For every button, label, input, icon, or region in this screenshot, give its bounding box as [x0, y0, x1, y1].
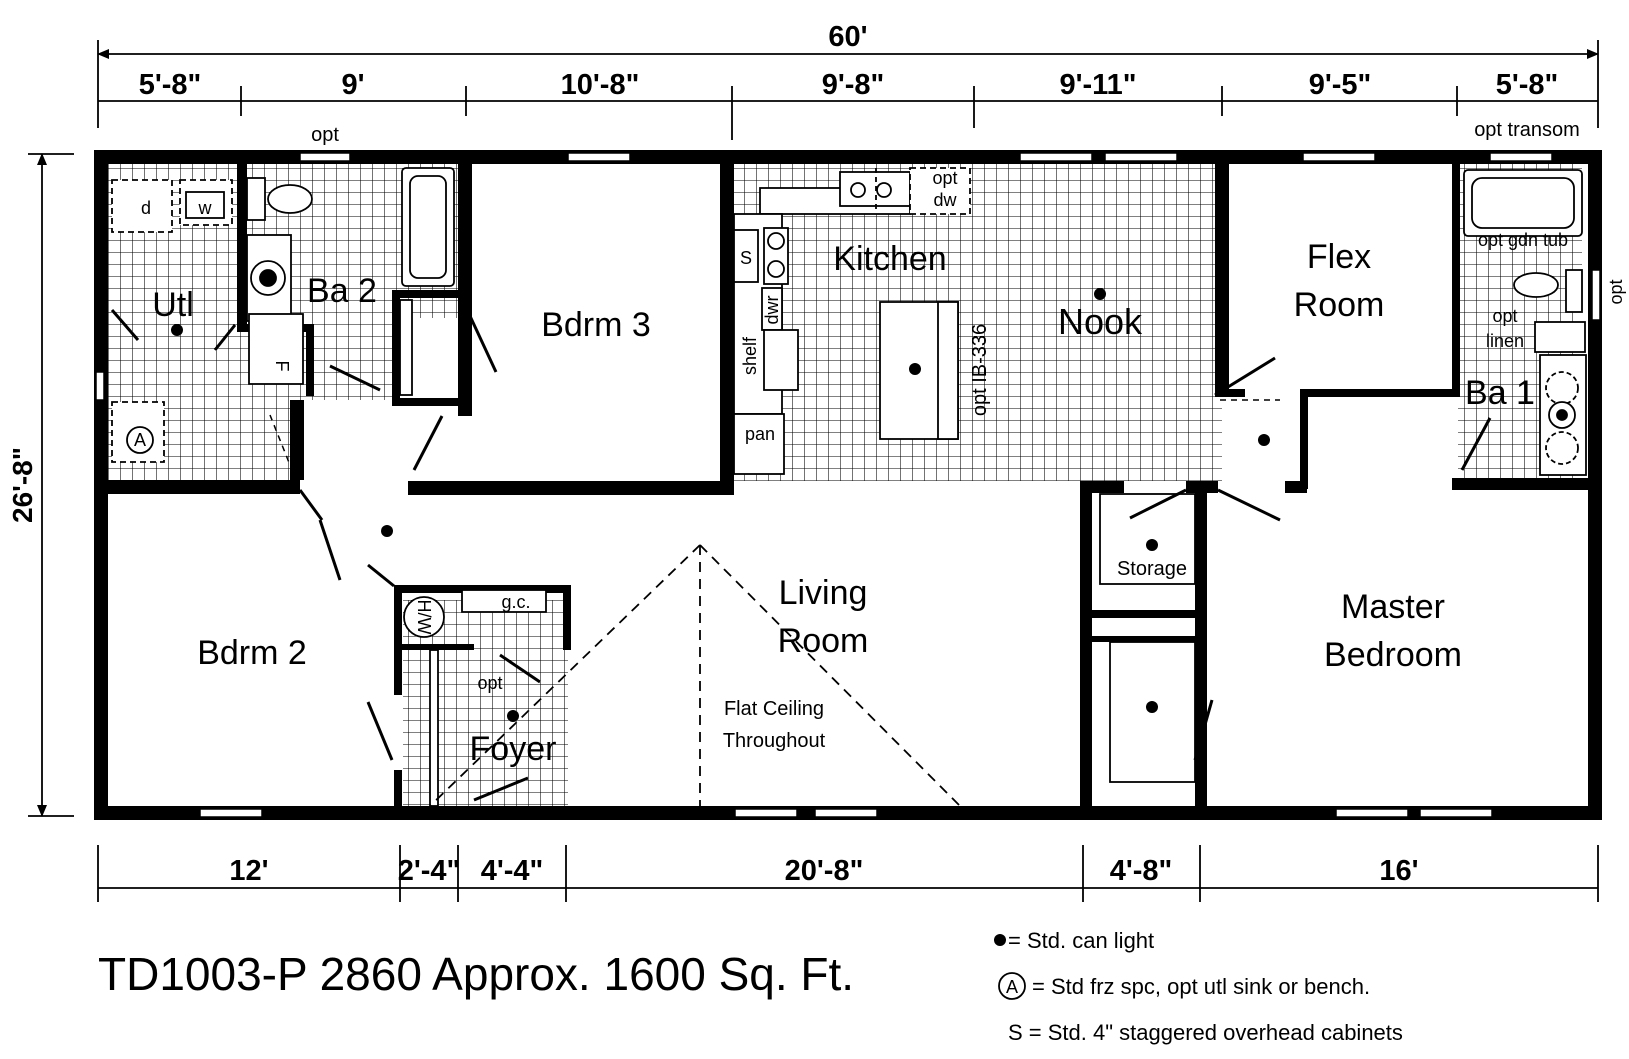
- legend-s-text: S = Std. 4" staggered overhead cabinets: [1008, 1020, 1403, 1045]
- water-heater-label: H/W: [414, 600, 434, 635]
- bottom-dim-2: 2'-4": [398, 855, 461, 887]
- room-flex-1: Flex: [1307, 238, 1371, 276]
- note-opt-gdn-tub: opt gdn tub: [1478, 230, 1568, 250]
- note-flat-ceiling-2: Throughout: [723, 730, 826, 752]
- bottom-dim-6: 16': [1379, 855, 1418, 887]
- door-swings: [269, 399, 1280, 466]
- note-gc: g.c.: [501, 592, 530, 612]
- room-living-1: Living: [779, 574, 868, 612]
- cabinet-s-label: S: [740, 248, 752, 268]
- top-dim-7: 5'-8": [1496, 69, 1559, 101]
- note-opt-transom: opt transom: [1474, 119, 1580, 141]
- room-master-2: Bedroom: [1324, 636, 1462, 674]
- legend-light-text: = Std. can light: [1008, 928, 1154, 953]
- room-bdrm2: Bdrm 2: [197, 634, 307, 672]
- washer-label: w: [198, 198, 213, 218]
- room-ba2: Ba 2: [307, 272, 377, 310]
- furnace-label: F: [272, 361, 292, 372]
- bottom-dim-4: 20'-8": [785, 855, 864, 887]
- room-ba1: Ba 1: [1465, 374, 1535, 412]
- top-dim-2: 9': [341, 69, 364, 101]
- note-opt-ib: opt IB-336: [969, 324, 991, 416]
- room-living-2: Room: [778, 622, 869, 660]
- top-dim-4: 9'-8": [822, 69, 885, 101]
- dryer-label: d: [141, 198, 151, 218]
- drawer-label: dwr: [762, 295, 782, 324]
- legend: = Std. can light A = Std frz spc, opt ut…: [994, 928, 1403, 1045]
- plan-notes: opt opt transom opt dw opt gdn tub opt o…: [134, 119, 1626, 752]
- dimension-labels: 60' 5'-8" 9' 10'-8" 9'-8" 9'-11" 9'-5" 5…: [7, 21, 1558, 887]
- legend-a-icon: [998, 972, 1026, 1000]
- room-utl: Utl: [152, 286, 194, 324]
- room-labels: Utl Ba 2 Bdrm 3 Kitchen Nook Flex Room B…: [152, 238, 1535, 768]
- bottom-dim-5: 4'-8": [1110, 855, 1173, 887]
- freezer-space-mark: A: [134, 430, 146, 450]
- note-opt-window: opt: [311, 124, 339, 146]
- note-opt-dw-2: dw: [933, 190, 957, 210]
- pantry-label: pan: [745, 424, 775, 444]
- shelf-label: shelf: [740, 336, 760, 375]
- bottom-dim-3: 4'-4": [481, 855, 544, 887]
- room-foyer: Foyer: [470, 730, 557, 768]
- legend-light-icon: [994, 934, 1006, 946]
- plan-title: TD1003-P 2860 Approx. 1600 Sq. Ft.: [98, 948, 854, 1000]
- windows: [95, 152, 1601, 818]
- legend-a-letter: A: [1006, 977, 1018, 997]
- top-dim-3: 10'-8": [561, 69, 640, 101]
- exterior-walls: [94, 150, 1602, 820]
- note-flat-ceiling-1: Flat Ceiling: [724, 698, 824, 720]
- doors: [110, 309, 1492, 802]
- vault-lines: [429, 544, 961, 807]
- top-dim-5: 9'-11": [1059, 69, 1136, 101]
- room-storage: Storage: [1117, 558, 1187, 580]
- room-nook: Nook: [1058, 301, 1143, 342]
- dimension-lines: [28, 40, 1599, 902]
- note-opt-dw-1: opt: [932, 168, 957, 188]
- room-flex-2: Room: [1294, 286, 1385, 324]
- interior-walls: [108, 164, 1588, 820]
- room-master-1: Master: [1341, 588, 1445, 626]
- top-dim-1: 5'-8": [139, 69, 202, 101]
- note-opt-foyer: opt: [477, 673, 502, 693]
- note-opt-side: opt: [1606, 279, 1626, 304]
- can-lights: [171, 288, 1270, 722]
- note-opt-linen-1: opt: [1492, 306, 1517, 326]
- legend-a-text: = Std frz spc, opt utl sink or bench.: [1032, 974, 1370, 999]
- note-opt-linen-2: linen: [1486, 331, 1524, 351]
- room-kitchen: Kitchen: [833, 240, 946, 278]
- overall-depth-label: 26'-8": [7, 447, 38, 523]
- bottom-dim-1: 12': [229, 855, 268, 887]
- room-bdrm3: Bdrm 3: [541, 306, 651, 344]
- overall-width-label: 60': [828, 21, 867, 53]
- top-dim-6: 9'-5": [1309, 69, 1372, 101]
- fixtures: [111, 167, 1587, 807]
